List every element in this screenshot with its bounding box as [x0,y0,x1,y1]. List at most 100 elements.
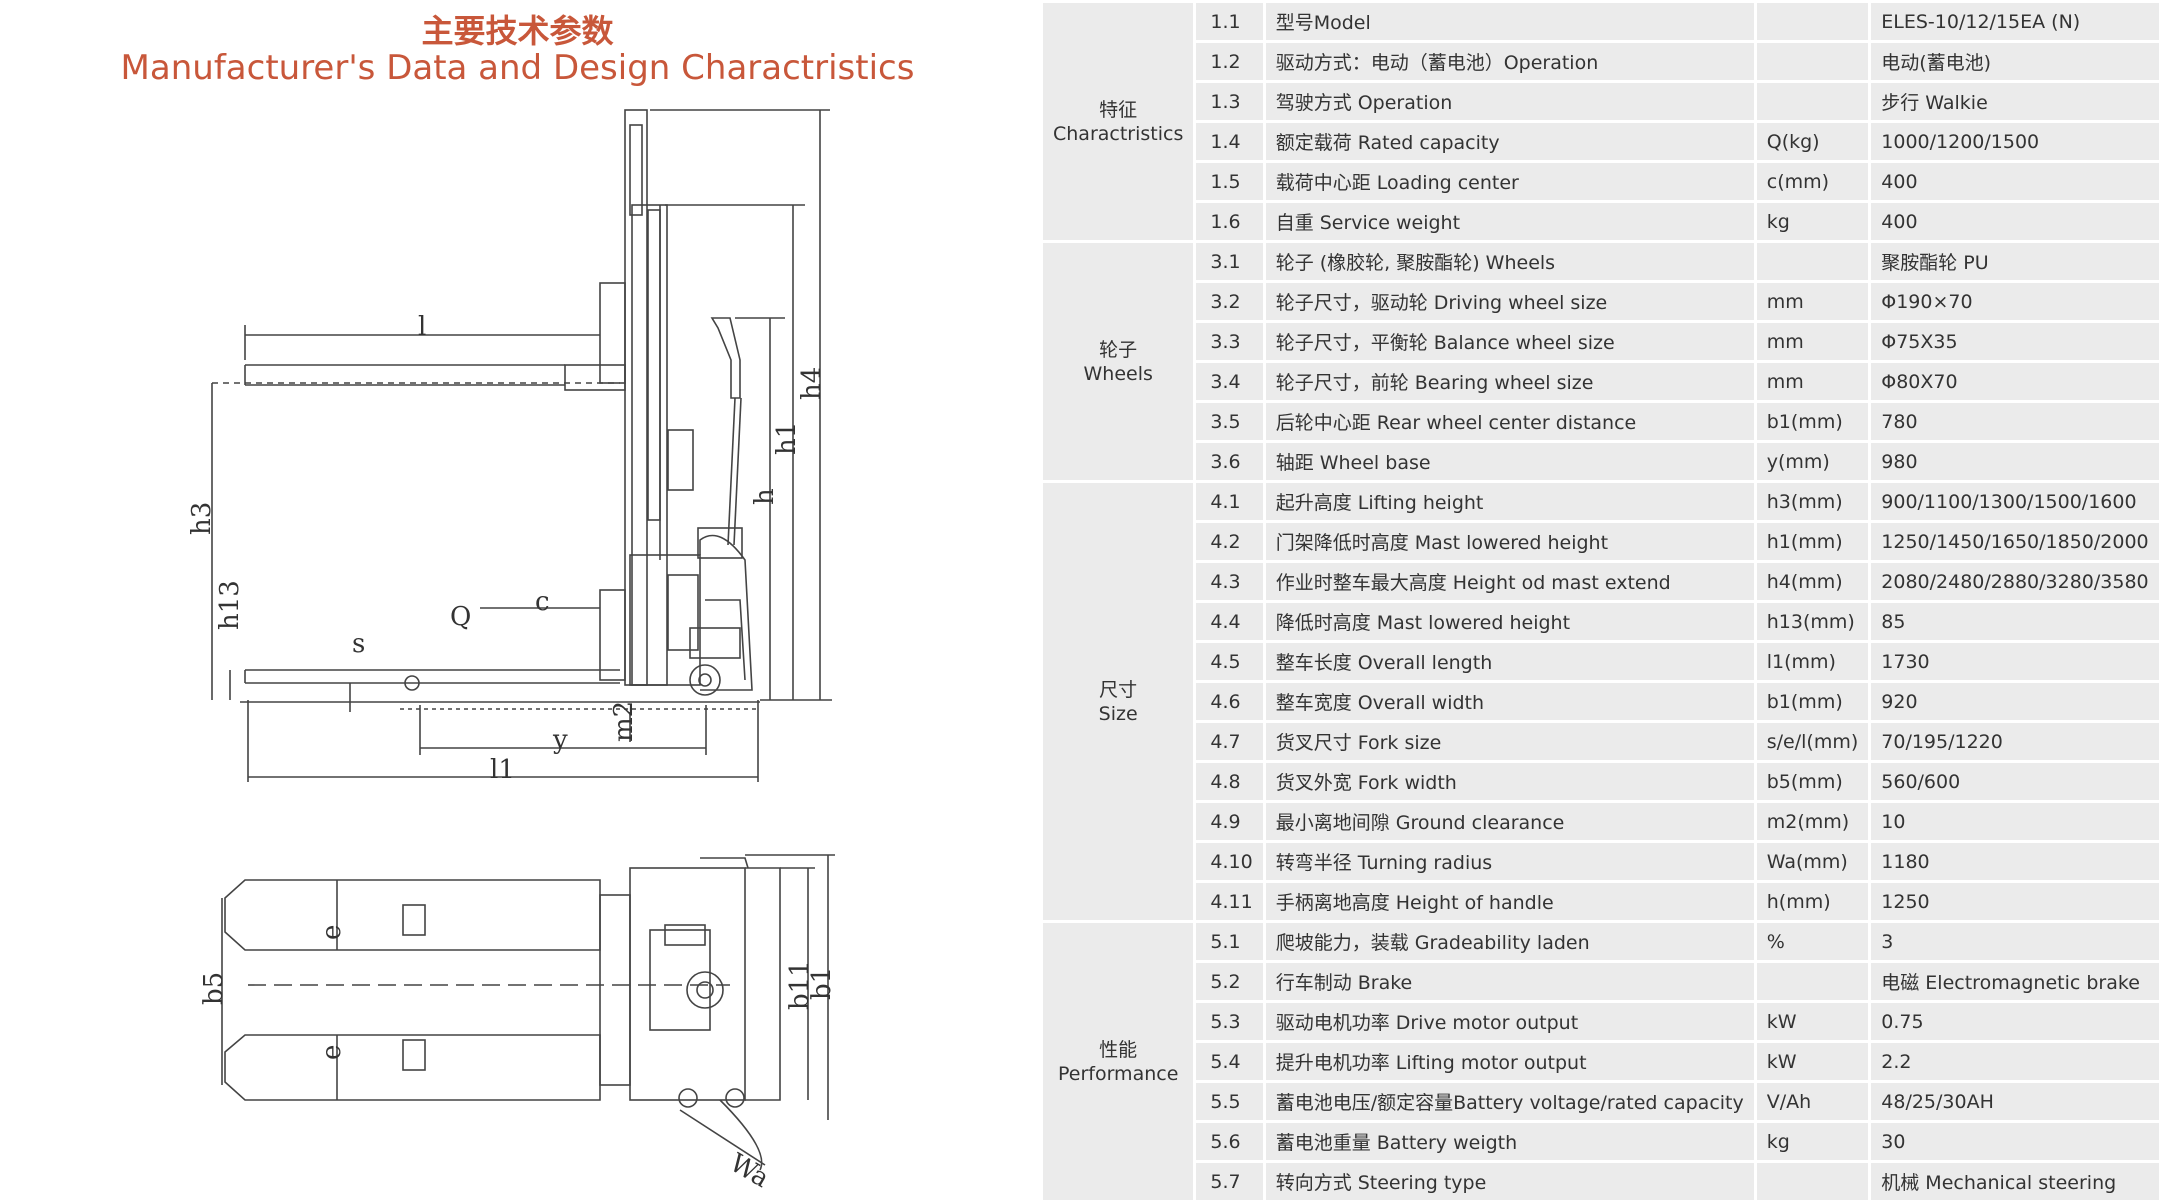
spec-value: 1730 [1871,643,2159,680]
spec-value: 400 [1871,163,2159,200]
spec-value: 70/195/1220 [1871,723,2159,760]
dim-label-b5: b5 [199,972,229,1005]
spec-index: 3.1 [1196,243,1263,280]
spec-value: 2080/2480/2880/3280/3580 [1871,563,2159,600]
spec-value: 0.75 [1871,1003,2159,1040]
spec-name: 整车宽度 Overall width [1265,683,1754,720]
spec-value: 3 [1871,923,2159,960]
spec-index: 3.4 [1196,363,1263,400]
spec-name: 转向方式 Steering type [1265,1163,1754,1200]
technical-drawing: l h4 h1 h h3 h13 s Q c m2 y l1 b5 e e b1… [187,109,837,1194]
spec-name: 蓄电池电压/额定容量Battery voltage/rated capacity [1265,1083,1754,1120]
spec-unit: V/Ah [1756,1083,1869,1120]
spec-unit: h1(mm) [1756,523,1869,560]
spec-unit [1756,83,1869,120]
spec-index: 4.6 [1196,683,1263,720]
spec-name: 驱动方式：电动（蓄电池）Operation [1265,43,1754,80]
spec-name: 起升高度 Lifting height [1265,483,1754,520]
spec-name: 手柄离地高度 Height of handle [1265,883,1754,920]
group-label-en: Charactristics [1053,122,1184,145]
title-chinese: 主要技术参数 [421,12,614,50]
spec-name: 后轮中心距 Rear wheel center distance [1265,403,1754,440]
spec-index: 4.9 [1196,803,1263,840]
dim-label-h3: h3 [187,502,217,535]
group-label-cn: 性能 [1099,1038,1138,1061]
group-label-en: Size [1098,702,1138,725]
spec-name: 转弯半径 Turning radius [1265,843,1754,880]
spec-index: 4.3 [1196,563,1263,600]
spec-index: 5.5 [1196,1083,1263,1120]
spec-name: 爬坡能力，装载 Gradeability laden [1265,923,1754,960]
drawing-panel: 主要技术参数 Manufacturer's Data and Design Ch… [0,0,1035,1200]
spec-name: 行车制动 Brake [1265,963,1754,1000]
group-label-cn: 轮子 [1099,338,1138,361]
spec-name: 驾驶方式 Operation [1265,83,1754,120]
dim-label-h13: h13 [215,580,245,630]
spec-unit: h3(mm) [1756,483,1869,520]
dim-label-m2: m2 [609,701,639,742]
spec-value: 85 [1871,603,2159,640]
spec-name: 整车长度 Overall length [1265,643,1754,680]
spec-unit: kg [1756,1123,1869,1160]
spec-name: 轮子尺寸，前轮 Bearing wheel size [1265,363,1754,400]
spec-value: 48/25/30AH [1871,1083,2159,1120]
spec-index: 1.2 [1196,43,1263,80]
spec-name: 型号Model [1265,3,1754,40]
side-view-drawing [211,109,832,782]
spec-index: 4.4 [1196,603,1263,640]
dim-label-b11: b11 [785,960,815,1010]
spec-name: 自重 Service weight [1265,203,1754,240]
spec-unit: b5(mm) [1756,763,1869,800]
dim-label-c: c [535,587,550,617]
spec-index: 5.2 [1196,963,1263,1000]
spec-unit: y(mm) [1756,443,1869,480]
spec-name: 蓄电池重量 Battery weigth [1265,1123,1754,1160]
dim-label-h1: h1 [772,422,802,455]
dim-label-s: s [352,629,365,659]
spec-index: 3.6 [1196,443,1263,480]
spec-name: 轴距 Wheel base [1265,443,1754,480]
spec-unit: b1(mm) [1756,683,1869,720]
spec-unit [1756,963,1869,1000]
spec-value: 2.2 [1871,1043,2159,1080]
group-label-cn: 尺寸 [1099,678,1138,701]
spec-index: 1.5 [1196,163,1263,200]
spec-unit: mm [1756,363,1869,400]
spec-unit [1756,1163,1869,1200]
spec-index: 3.5 [1196,403,1263,440]
spec-index: 1.6 [1196,203,1263,240]
spec-unit: h4(mm) [1756,563,1869,600]
spec-index: 4.1 [1196,483,1263,520]
dim-label-e-lower: e [317,1045,347,1060]
spec-index: 3.3 [1196,323,1263,360]
spec-name: 驱动电机功率 Drive motor output [1265,1003,1754,1040]
spec-index: 4.7 [1196,723,1263,760]
spec-unit: h13(mm) [1756,603,1869,640]
spec-name: 门架降低时高度 Mast lowered height [1265,523,1754,560]
spec-value: 电磁 Electromagnetic brake [1871,963,2159,1000]
spec-name: 轮子尺寸，平衡轮 Balance wheel size [1265,323,1754,360]
spec-index: 1.1 [1196,3,1263,40]
spec-unit: b1(mm) [1756,403,1869,440]
spec-value: 10 [1871,803,2159,840]
spec-unit: kW [1756,1003,1869,1040]
